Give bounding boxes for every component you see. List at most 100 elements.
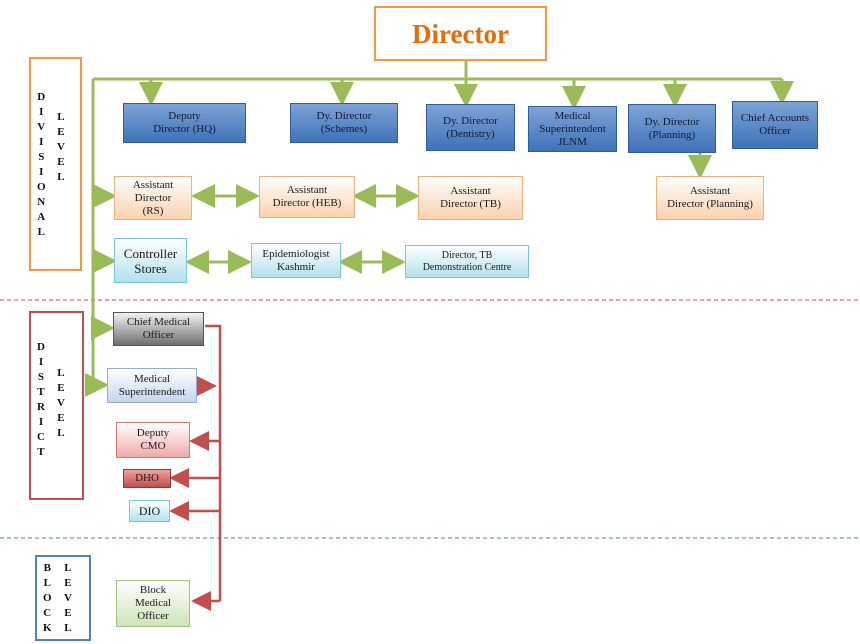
level-letter: I (38, 416, 44, 428)
district-level-frame (29, 311, 84, 500)
level-letter: O (43, 592, 52, 604)
level-letter: K (43, 622, 52, 634)
box-line: Block (139, 584, 167, 596)
level-letter: E (57, 126, 65, 138)
level-letter: L (43, 577, 51, 589)
level-letter: O (37, 181, 46, 193)
level-letter: L (37, 226, 45, 238)
assistant-director-tb-box[interactable]: Assistant Director (TB) (418, 176, 523, 220)
level-letter: S (38, 151, 45, 163)
box-line: Medical (554, 109, 591, 122)
box-line: (RS) (142, 204, 164, 217)
deputy-director-hq-box[interactable]: Deputy Director (HQ) (123, 103, 246, 143)
box-line: Chief Medical (126, 316, 191, 328)
assistant-director-rs-box[interactable]: Assistant Director (RS) (114, 176, 192, 220)
deputy-cmo-box[interactable]: Deputy CMO (116, 422, 190, 458)
chief-accounts-officer-box[interactable]: Chief Accounts Officer (732, 101, 818, 149)
level-letter: E (57, 382, 65, 394)
level-letter: V (64, 592, 72, 604)
box-line: JLNM (558, 135, 587, 148)
medical-superintendent-box[interactable]: Medical Superintendent (107, 368, 197, 403)
box-line: DHO (135, 472, 159, 484)
level-letter: S (37, 371, 45, 383)
level-letter: D (37, 341, 45, 353)
epidemiologist-kashmir-box[interactable]: Epidemiologist Kashmir (251, 243, 341, 278)
box-line: Director (HEB) (272, 197, 342, 209)
block-medical-officer-box[interactable]: Block Medical Officer (116, 580, 190, 627)
level-letter: B (43, 562, 51, 574)
dho-box[interactable]: DHO (123, 469, 171, 488)
box-line: Director, TB (441, 249, 493, 261)
box-line: Chief Accounts (740, 112, 810, 124)
level-letter: E (57, 412, 65, 424)
director-box[interactable]: Director (374, 6, 547, 61)
divisional-level-frame (29, 57, 82, 271)
box-line: Medical (133, 372, 171, 385)
box-line: Officer (759, 125, 791, 137)
assistant-director-planning-box[interactable]: Assistant Director (Planning) (656, 176, 764, 220)
box-line: Assistant (450, 185, 491, 197)
box-line: Dy. Director (644, 115, 700, 128)
box-line: Superintendent (539, 122, 606, 135)
level-letter: E (64, 607, 72, 619)
level-letter: A (37, 211, 46, 223)
box-line: Controller (123, 245, 178, 261)
level-letter: L (57, 427, 65, 439)
level-letter: N (37, 196, 46, 208)
medical-superintendent-jlnm-box[interactable]: Medical Superintendent JLNM (528, 106, 617, 152)
level-letter: E (64, 577, 72, 589)
box-line: (Dentistry) (446, 127, 495, 140)
assistant-director-heb-box[interactable]: Assistant Director (HEB) (259, 176, 355, 218)
box-line: Director (134, 191, 172, 204)
box-line: Assistant (689, 185, 731, 197)
level-letter: V (57, 397, 65, 409)
level-letter: I (39, 106, 44, 118)
level-letter: T (37, 386, 45, 398)
box-line: Director (Planning) (667, 198, 753, 210)
box-line: (Schemes) (320, 123, 368, 135)
box-line: Epidemiologist (262, 247, 330, 260)
level-letter: E (57, 156, 65, 168)
level-letter: L (57, 367, 65, 379)
level-letter: V (37, 121, 46, 133)
box-line: Medical (134, 597, 172, 609)
box-line: Kashmir (277, 260, 315, 273)
box-line: Officer (137, 610, 169, 622)
box-line: Deputy (168, 110, 201, 122)
level-letter: L (57, 111, 65, 123)
box-line: Director (HQ) (153, 123, 216, 135)
box-line: Dy. Director (316, 110, 372, 122)
level-letter: R (37, 401, 45, 413)
box-line: Dy. Director (443, 114, 498, 127)
level-letter: I (38, 356, 44, 368)
box-line: CMO (140, 440, 166, 452)
level-letter: D (37, 91, 46, 103)
dio-box[interactable]: DIO (129, 500, 170, 522)
level-letter: T (37, 446, 45, 458)
box-line: (Planning) (648, 128, 696, 141)
box-line: Superintendent (118, 385, 186, 398)
level-letter: C (43, 607, 52, 619)
box-line: Director (TB) (440, 198, 501, 210)
director-tb-demonstration-centre-box[interactable]: Director, TB Demonstration Centre (405, 245, 529, 278)
dy-director-dentistry-box[interactable]: Dy. Director (Dentistry) (426, 104, 515, 151)
level-letter: L (57, 171, 65, 183)
level-letter: C (37, 431, 45, 443)
dy-director-schemes-box[interactable]: Dy. Director (Schemes) (290, 103, 398, 143)
box-line: Stores (134, 260, 167, 276)
level-letter: V (57, 141, 65, 153)
chief-medical-officer-box[interactable]: Chief Medical Officer (113, 312, 204, 346)
box-line: Deputy (136, 427, 170, 439)
box-line: Demonstration Centre (422, 261, 512, 273)
dy-director-planning-box[interactable]: Dy. Director (Planning) (628, 104, 716, 153)
level-letter: I (39, 136, 44, 148)
block-level-frame (35, 555, 91, 641)
controller-stores-box[interactable]: Controller Stores (114, 238, 187, 283)
level-letter: I (39, 166, 44, 178)
box-line: Officer (142, 329, 175, 341)
